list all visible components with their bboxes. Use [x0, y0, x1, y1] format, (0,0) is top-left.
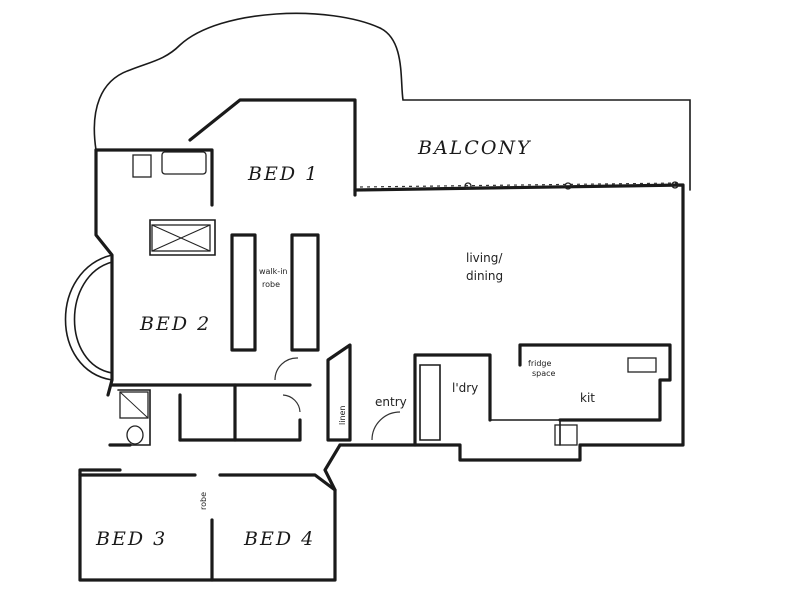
bath-wall [149, 219, 216, 256]
exterior-wall-balcony-side [338, 183, 685, 462]
door-swing-bed2 [274, 357, 299, 381]
kitchen-island [489, 419, 561, 446]
label-bed1: BED 1 [247, 163, 319, 185]
hall-wall [108, 383, 312, 447]
label-kitchen: kit [580, 391, 595, 405]
bath-tub [161, 151, 207, 175]
ensuite-wall [117, 389, 151, 446]
laundry-fixtures [419, 364, 441, 441]
label-robe-walkin: robe [262, 280, 280, 289]
balcony-sliding-doors [359, 182, 681, 188]
label-bed2: BED 2 [139, 313, 211, 335]
toilet-1 [132, 154, 152, 178]
label-fridge-space: space [532, 369, 556, 378]
ensuite-shower [119, 391, 149, 419]
laundry-walls [413, 353, 492, 447]
walk-in-robe-walls [230, 233, 320, 352]
window-mark-3 [671, 181, 679, 189]
ensuite-toilet [126, 425, 144, 445]
kitchen-bench [518, 343, 672, 422]
label-entry: entry [375, 395, 407, 409]
label-balcony: BALCONY [417, 137, 532, 159]
linen-wall [326, 343, 352, 442]
label-laundry: l'dry [452, 381, 478, 395]
label-bed3: BED 3 [95, 528, 167, 550]
label-robe: robe [199, 492, 208, 510]
bed1-bed2-divider [94, 148, 214, 207]
window-mark-2 [564, 182, 572, 190]
bay-window [64, 254, 113, 381]
exterior-wall-upper-left [94, 148, 114, 397]
bay-window-inner [73, 261, 113, 374]
balcony-outline [93, 12, 691, 191]
ensuite-hatch [119, 391, 149, 419]
window-mark-1 [464, 182, 472, 190]
kitchen-sink [627, 357, 657, 373]
label-walkin: walk-in [259, 267, 287, 276]
label-fridge: fridge [528, 359, 551, 368]
label-linen: linen [338, 405, 347, 425]
bed3-bed4-top-wall [78, 473, 337, 492]
kitchen-cabinet [554, 424, 578, 446]
label-dining: dining [466, 269, 503, 283]
label-bed4: BED 4 [243, 528, 315, 550]
door-swing-entry [371, 411, 401, 441]
exterior-wall-bed1 [188, 98, 357, 197]
label-living: living/ [466, 251, 503, 265]
shower [151, 224, 211, 252]
robe-divider [178, 383, 237, 442]
shower-hatch-2 [151, 224, 211, 252]
door-swing-hall [282, 394, 301, 413]
exterior-wall-bedrooms [78, 443, 342, 582]
